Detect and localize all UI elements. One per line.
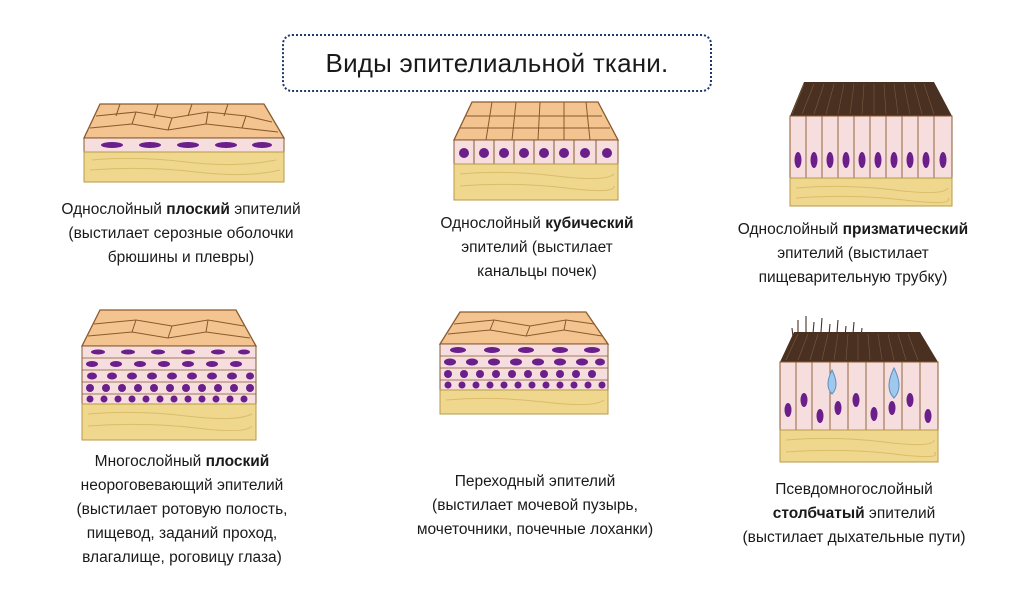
caption-line: (выстилает дыхательные пути)	[742, 529, 966, 546]
simple-squamous-illustration	[82, 103, 286, 183]
caption-line: Однослойный плоский эпителий	[61, 201, 301, 218]
caption-line: мочеточники, почечные лоханки)	[416, 521, 654, 538]
caption-line: эпителий (выстилает	[461, 239, 613, 256]
figure-pseudostratified	[774, 316, 942, 466]
caption-line: канальцы почек)	[477, 263, 597, 280]
caption-line: (выстилает серозные оболочки	[68, 225, 294, 242]
caption-line: Однослойный призматический	[737, 221, 969, 238]
caption-line: брюшины и плевры)	[107, 249, 255, 266]
caption-simple-columnar: Однослойный призматический эпителий (выс…	[718, 218, 988, 290]
caption-line: пищевод, заданий проход,	[86, 525, 278, 542]
caption-line: (выстилает мочевой пузырь,	[432, 497, 638, 514]
caption-simple-cuboidal: Однослойный кубический эпителий (выстила…	[402, 212, 672, 284]
caption-line: Однослойный кубический	[440, 215, 634, 232]
caption-line: столбчатый эпителий	[772, 505, 936, 522]
simple-cuboidal-illustration	[452, 101, 620, 201]
caption-simple-squamous: Однослойный плоский эпителий (выстилает …	[36, 198, 326, 270]
caption-line: Переходный эпителий	[454, 473, 616, 490]
caption-line: пищеварительную трубку)	[758, 269, 948, 286]
caption-stratified-squamous: Многослойный плоский неороговевающий эпи…	[42, 450, 322, 570]
stratified-squamous-illustration	[80, 309, 258, 441]
pseudostratified-illustration	[779, 316, 939, 463]
caption-transitional: Переходный эпителий (выстилает мочевой п…	[394, 470, 676, 542]
figure-simple-columnar	[784, 74, 958, 210]
caption-line: (выстилает ротовую полость,	[76, 501, 288, 518]
mucus-drop-icon	[827, 366, 900, 399]
caption-line: Многослойный плоский	[94, 453, 270, 470]
simple-columnar-illustration	[789, 82, 953, 207]
caption-line: влагалище, роговицу глаза)	[82, 549, 282, 566]
figure-simple-squamous	[76, 98, 286, 184]
page-title-box: Виды эпителиальной ткани.	[282, 34, 712, 92]
caption-line: неороговевающий эпителий	[80, 477, 284, 494]
figure-simple-cuboidal	[446, 96, 622, 206]
caption-line: Псевдомногослойный	[775, 481, 933, 498]
transitional-illustration	[438, 311, 610, 415]
caption-line: эпителий (выстилает	[777, 245, 929, 262]
figure-stratified-squamous	[76, 304, 260, 444]
page-title: Виды эпителиальной ткани.	[325, 47, 669, 78]
figure-transitional	[434, 306, 614, 418]
caption-pseudostratified: Псевдомногослойный столбчатый эпителий (…	[714, 478, 994, 550]
